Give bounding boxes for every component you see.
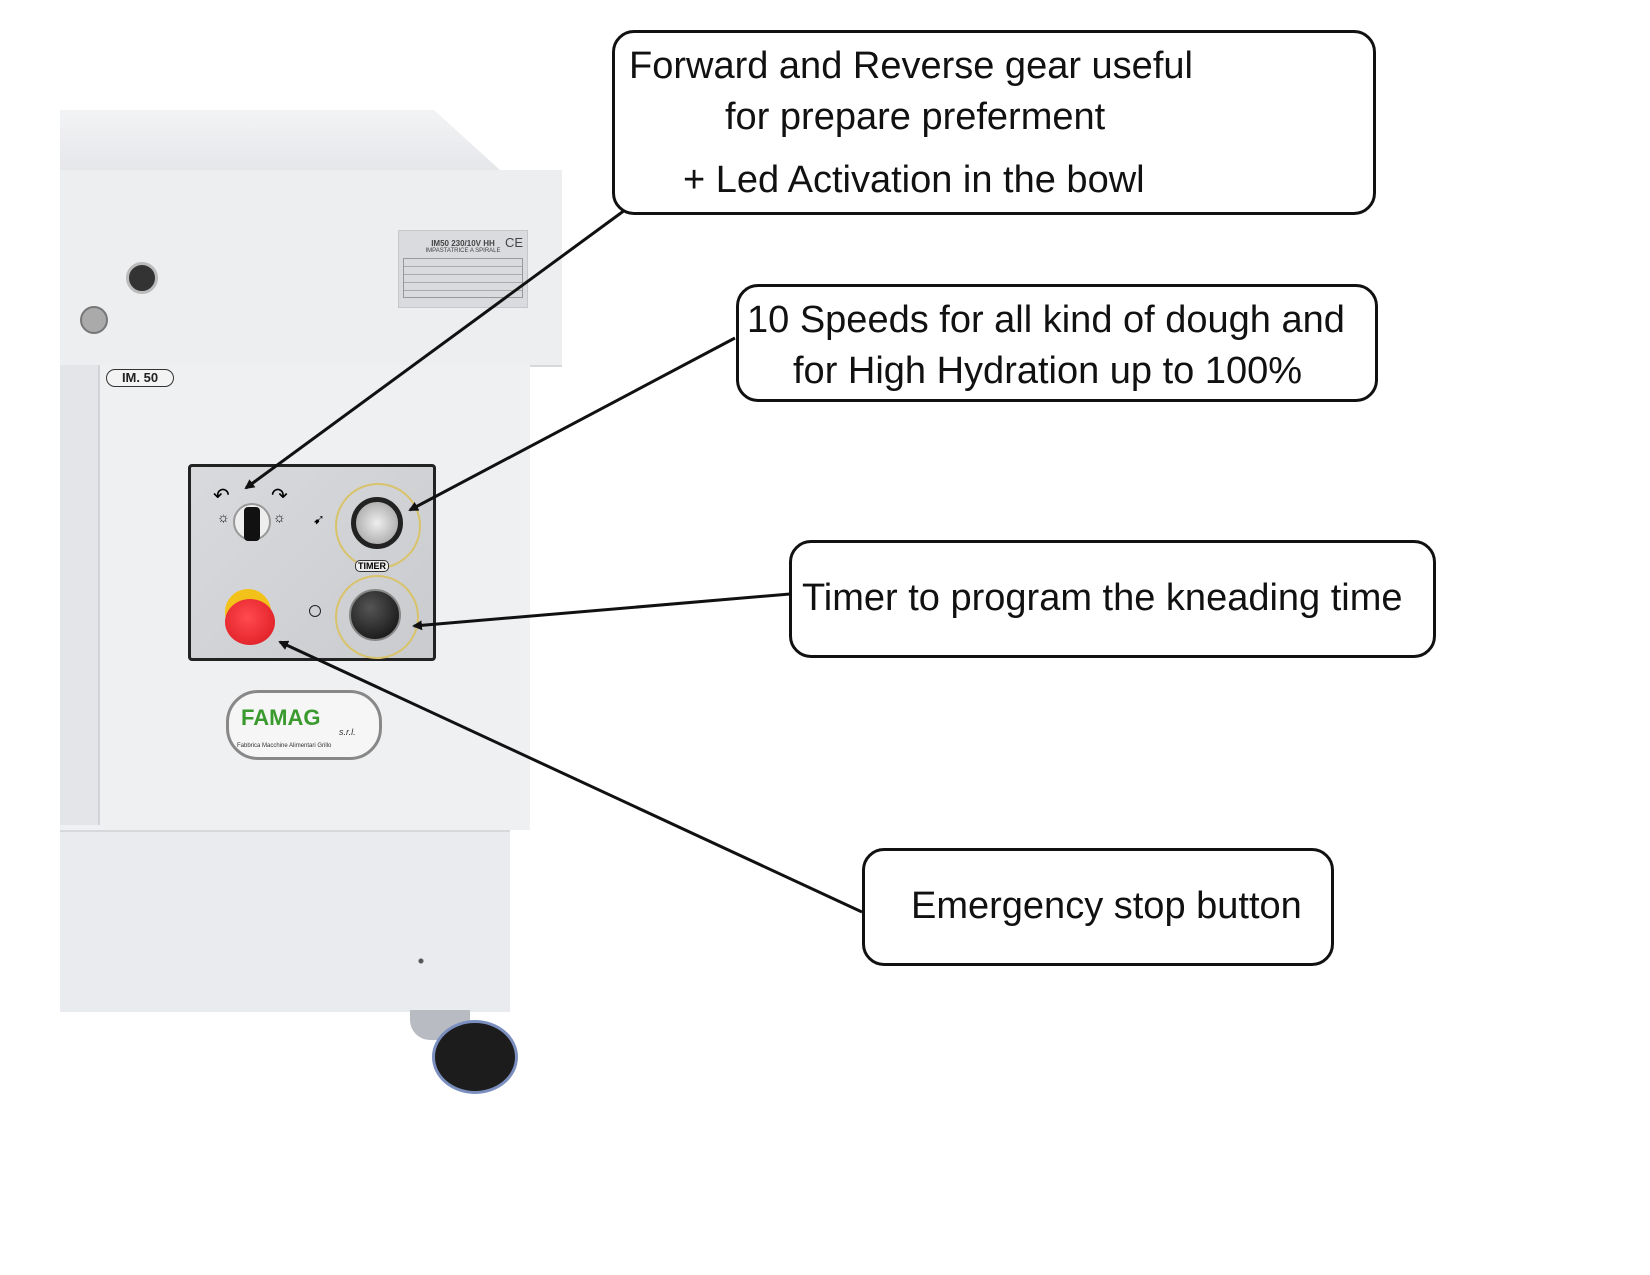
leader-line-stop	[278, 640, 863, 914]
rating-plate: IM50 230/10V HH IMPASTATRICE A SPIRALE C…	[398, 230, 528, 308]
leader-line-speed	[408, 336, 736, 512]
head-knob	[126, 262, 158, 294]
callout-line: Emergency stop button	[911, 885, 1302, 927]
plate-table	[403, 258, 523, 298]
callout-direction: Forward and Reverse gear useful for prep…	[612, 30, 1376, 215]
callout-emergency-stop: Emergency stop button	[862, 848, 1334, 966]
leader-line-direction	[244, 208, 626, 490]
callout-line: for prepare preferment	[725, 96, 1106, 138]
head-bolt	[80, 306, 108, 334]
model-tag: IM. 50	[106, 369, 174, 387]
callout-line: Forward and Reverse gear useful	[629, 45, 1193, 87]
brand-tagline: Fabbrica Macchine Alimentari Grillo	[237, 743, 332, 749]
clock-icon	[309, 605, 321, 617]
callout-line: Timer to program the kneading time	[802, 577, 1403, 619]
leader-line-timer	[412, 592, 791, 631]
famag-logo: FAMAG s.r.l. Fabbrica Macchine Alimentar…	[226, 690, 382, 760]
ce-mark: CE	[504, 235, 523, 250]
speed-knob[interactable]	[351, 497, 403, 549]
callout-line: + Led Activation in the bowl	[683, 159, 1145, 201]
timer-dial-ring	[335, 575, 419, 659]
callout-speeds: 10 Speeds for all kind of dough and for …	[736, 284, 1378, 402]
plate-subtitle: IMPASTATRICE A SPIRALE	[425, 248, 501, 254]
control-panel: ↶ ↷ ☼ ☼ ➹ TIMER	[188, 464, 436, 661]
reverse-arrow-icon: ↶	[213, 485, 230, 507]
emergency-stop-button[interactable]	[225, 599, 275, 645]
brand-name: FAMAG	[241, 705, 321, 730]
machine-top	[60, 110, 500, 170]
caster-wheel	[432, 1020, 518, 1094]
speed-icon: ➹	[313, 511, 325, 527]
direction-selector[interactable]	[233, 503, 271, 541]
led-icon: ☼	[217, 509, 230, 525]
callout-line: for High Hydration up to 100%	[793, 350, 1303, 392]
callout-line: 10 Speeds for all kind of dough and	[747, 299, 1345, 341]
callout-timer: Timer to program the kneading time	[789, 540, 1436, 658]
base-holes	[386, 940, 458, 984]
led-icon: ☼	[273, 509, 286, 525]
forward-arrow-icon: ↷	[271, 485, 288, 507]
timer-label: TIMER	[355, 560, 389, 572]
brand-suffix: s.r.l.	[339, 727, 356, 737]
plate-title: IM50 230/10V HH	[431, 239, 495, 248]
timer-knob[interactable]	[349, 589, 401, 641]
machine-door	[60, 365, 100, 825]
